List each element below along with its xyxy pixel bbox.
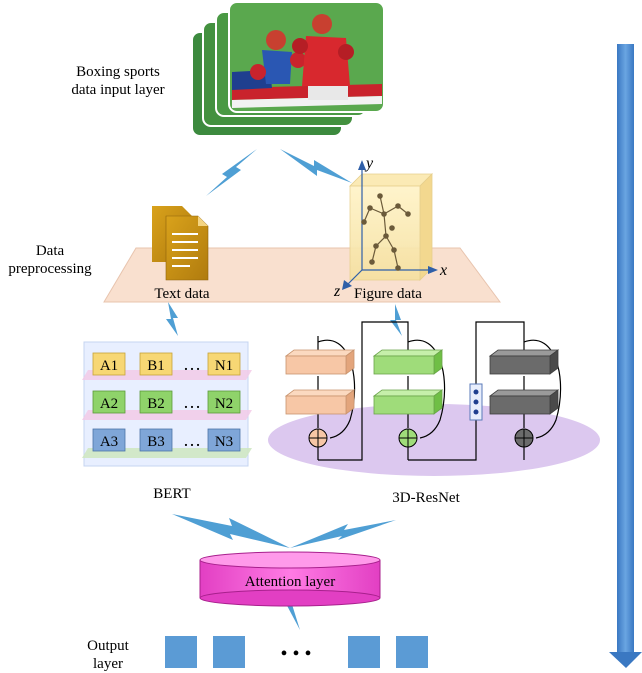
skeleton-figure-icon xyxy=(361,193,411,271)
token-cell xyxy=(92,428,126,452)
figure-data-label: Figure data xyxy=(354,286,422,302)
resnet-block-2 xyxy=(372,349,444,448)
token-cell xyxy=(92,390,126,414)
xyz-axes xyxy=(342,160,438,290)
token-label: B1 xyxy=(147,358,165,374)
output-ellipsis: • • • xyxy=(280,643,311,665)
output-node xyxy=(213,636,245,668)
token-ellipsis: … xyxy=(183,392,201,412)
resnet-label: 3D-ResNet xyxy=(392,490,460,506)
output-node xyxy=(165,636,197,668)
attention-layer-label: Attention layer xyxy=(245,574,335,590)
token-cell xyxy=(139,428,173,452)
input-layer-label-line1: Boxing sports xyxy=(76,64,160,80)
bert-token-grid: A1 B1 … N1 A2 B2 … N2 A3 B3 … N3 xyxy=(82,341,252,467)
token-cell xyxy=(139,390,173,414)
token-label: A2 xyxy=(100,396,118,412)
token-cell xyxy=(139,352,173,376)
token-label: B3 xyxy=(147,434,165,450)
output-squares xyxy=(165,636,428,668)
token-label: A1 xyxy=(100,358,118,374)
token-label: N2 xyxy=(215,396,233,412)
lightning-connectors xyxy=(166,149,402,630)
document-icon xyxy=(152,206,209,281)
resnet-ellipse xyxy=(268,404,600,476)
token-row-1: A1 B1 … N1 xyxy=(92,352,241,376)
resnet-block-3 xyxy=(488,349,560,448)
output-node xyxy=(396,636,428,668)
text-data-label: Text data xyxy=(154,286,210,302)
token-label: B2 xyxy=(147,396,165,412)
axis-x-label: x xyxy=(439,262,447,279)
token-label: N3 xyxy=(215,434,233,450)
token-cell xyxy=(207,352,241,376)
axis-y-label: y xyxy=(364,155,374,172)
output-layer-label-line1: Output xyxy=(87,638,130,654)
preprocessing-label-line2: preprocessing xyxy=(8,261,92,277)
token-ellipsis: … xyxy=(183,354,201,374)
flow-arrow xyxy=(609,44,642,668)
output-node xyxy=(348,636,380,668)
resnet-connections xyxy=(317,321,562,461)
token-ellipsis: … xyxy=(183,430,201,450)
bert-label: BERT xyxy=(153,486,190,502)
token-row-3: A3 B3 … N3 xyxy=(92,428,241,452)
token-label: A3 xyxy=(100,434,118,450)
output-layer-label-line2: layer xyxy=(93,656,123,672)
resnet-continuation-dots xyxy=(469,383,483,421)
token-label: N1 xyxy=(215,358,233,374)
resnet-block-1 xyxy=(284,349,356,448)
preprocessing-label-line1: Data xyxy=(36,243,65,259)
token-cell xyxy=(92,352,126,376)
input-layer-label-line2: data input layer xyxy=(71,82,164,98)
attention-cylinder xyxy=(199,551,381,607)
token-cell xyxy=(207,390,241,414)
boxing-photo-stack xyxy=(191,1,385,137)
token-cell xyxy=(207,428,241,452)
token-row-2: A2 B2 … N2 xyxy=(92,390,241,414)
axis-z-label: z xyxy=(333,283,341,300)
